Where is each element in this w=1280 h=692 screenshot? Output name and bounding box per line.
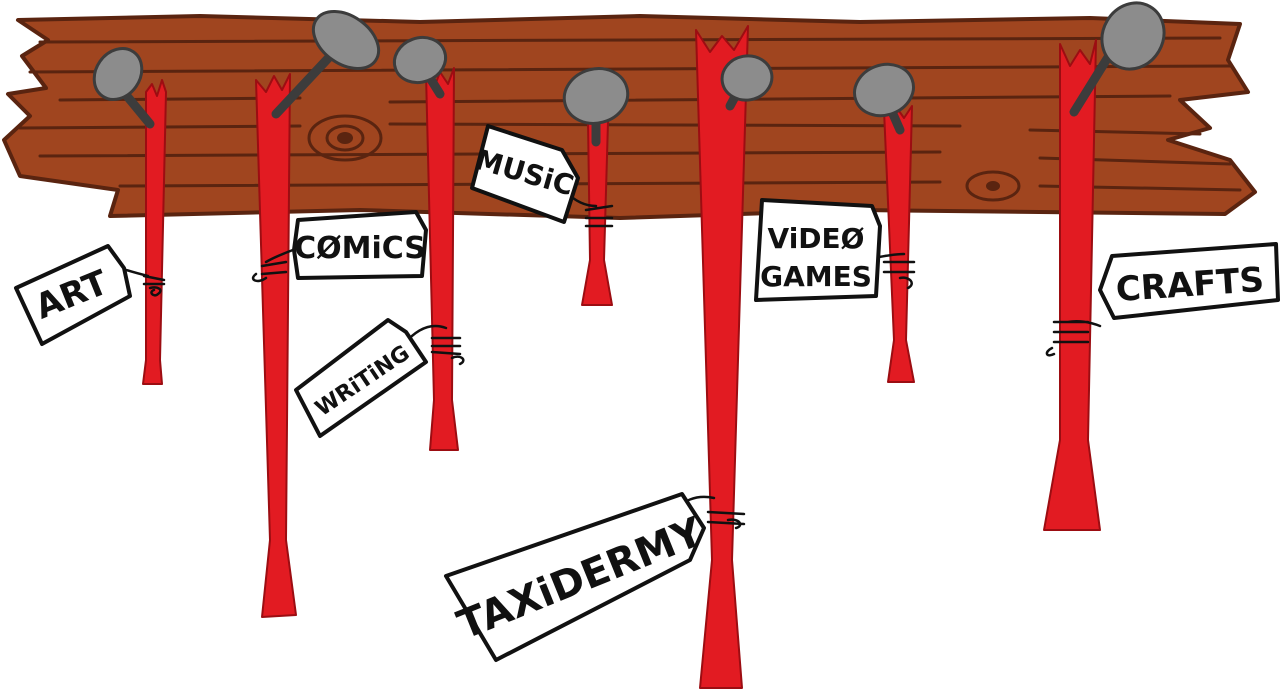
tag-art[interactable]: ART xyxy=(14,244,132,346)
tag-taxidermy[interactable]: TAXiDERMY xyxy=(444,492,710,662)
tag-shape xyxy=(14,244,132,346)
ribbon-crafts xyxy=(1043,39,1101,531)
tag-shape xyxy=(754,198,882,302)
string-taxidermy xyxy=(664,495,746,530)
ribbon-taxidermy xyxy=(695,25,749,689)
tag-shape xyxy=(1098,242,1280,320)
tag-writing[interactable]: WRiTiNG xyxy=(294,318,428,438)
string-music xyxy=(564,190,614,228)
tag-label-comics: CØMiCS xyxy=(294,231,426,266)
ribbon-comics xyxy=(255,73,297,618)
tag-shape xyxy=(294,318,428,438)
nail-icon xyxy=(392,35,448,99)
ribbon-video-games xyxy=(883,103,915,383)
nail-icon xyxy=(720,54,774,111)
tag-label-video-line1: ViDEØ xyxy=(768,222,865,255)
tag-video-games[interactable]: ViDEØ GAMES xyxy=(754,198,882,302)
string-comics xyxy=(251,246,300,283)
string-art xyxy=(118,266,166,297)
tag-shape xyxy=(292,210,428,280)
ribbon-art xyxy=(142,79,167,385)
nail-icon xyxy=(271,9,381,119)
tag-label-video-line2: GAMES xyxy=(760,260,872,293)
string-writing xyxy=(402,324,465,366)
nail-icon xyxy=(1069,1,1166,117)
tag-shape xyxy=(470,124,580,224)
ribbon-writing xyxy=(425,67,459,451)
nail-icon xyxy=(562,67,630,147)
string-video-games xyxy=(872,252,916,290)
nail-icon xyxy=(853,62,915,135)
nail-icon xyxy=(92,47,155,129)
wood-knot xyxy=(986,181,1000,191)
wood-knot xyxy=(337,132,353,144)
tag-comics[interactable]: CØMiCS xyxy=(292,210,428,280)
tag-shape xyxy=(444,492,706,662)
string-crafts xyxy=(1045,319,1102,357)
tag-crafts[interactable]: CRAFTS xyxy=(1098,242,1280,320)
tag-music[interactable]: MUSiC xyxy=(470,124,580,224)
